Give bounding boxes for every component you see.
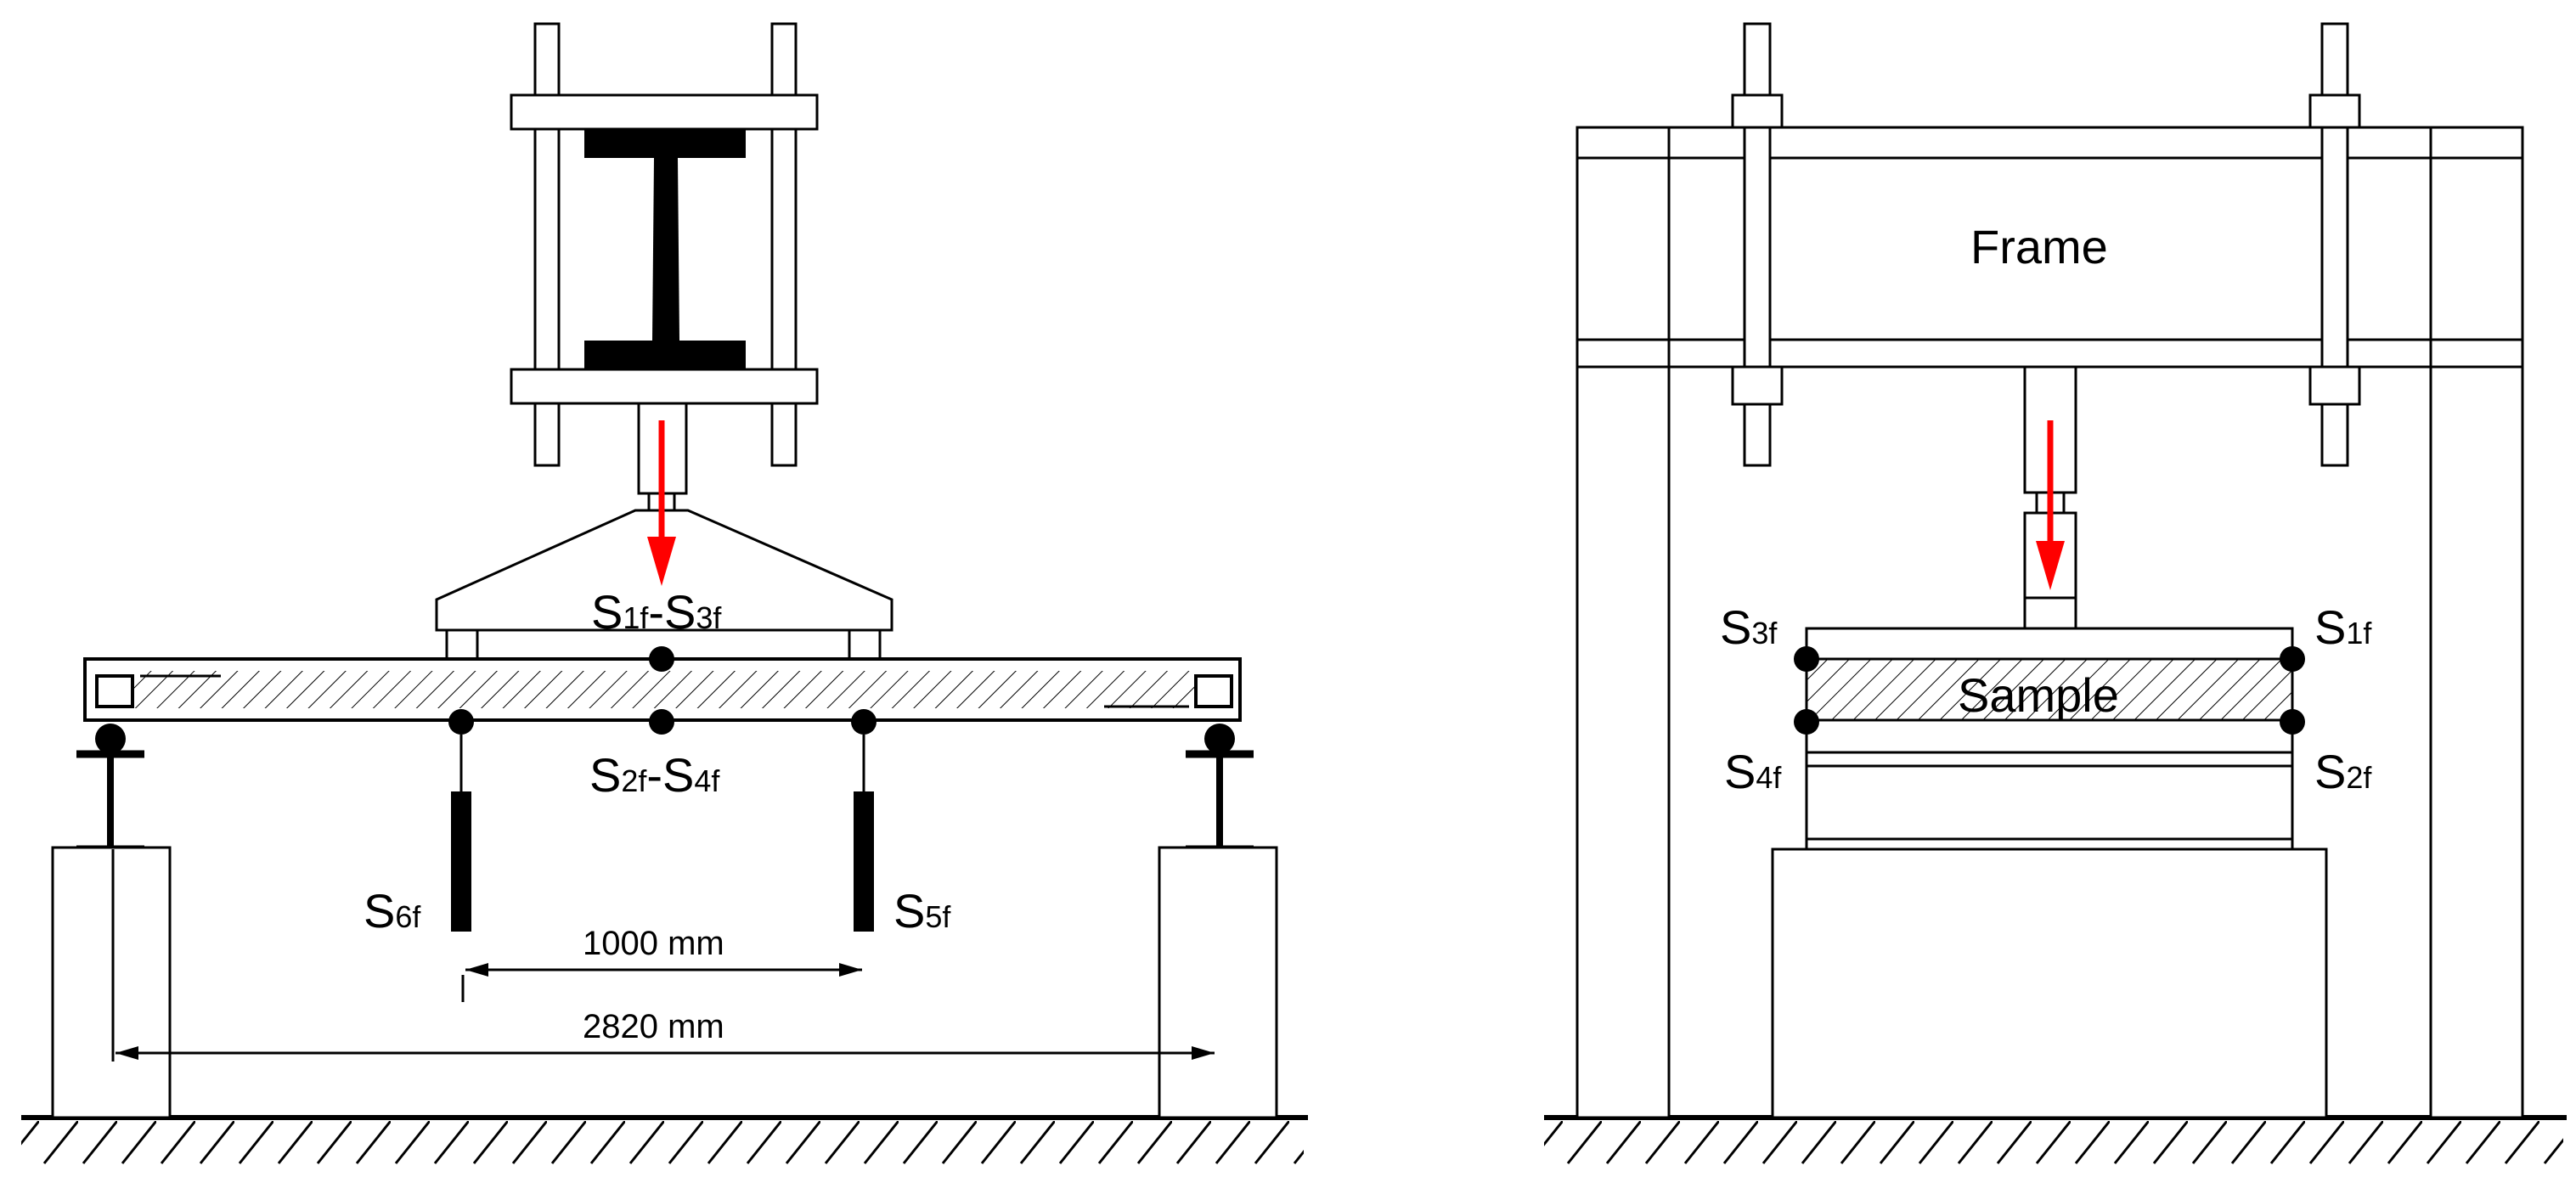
label-s3f: S3f (1720, 600, 1778, 654)
load-arrow-right (2036, 420, 2065, 590)
loading-frame (510, 22, 819, 512)
label-s1f-s3f: S1f-S3f (591, 585, 722, 639)
sensor-point-s6f (448, 709, 474, 735)
transducer-s5f (854, 735, 874, 932)
label-dim-2820: 2820 mm (583, 1008, 724, 1045)
i-beam (584, 129, 746, 369)
dimension-inner (461, 963, 862, 1002)
reaction-frame (1575, 22, 2524, 1119)
right-diagram: Frame Sample S3f S1f S4f S2f (1544, 22, 2567, 1169)
base-block (1771, 848, 2328, 1119)
label-s2f-s4f: S2f-S4f (589, 748, 720, 802)
left-diagram: S1f-S3f S2f-S4f S6f S5f 1000 mm 2820 mm (21, 22, 1308, 1169)
sensor-point-s1f (2280, 646, 2305, 672)
sensor-point-s4f (1794, 709, 1819, 735)
sensor-point-s1f-s3f (649, 646, 674, 672)
label-s5f: S5f (893, 884, 951, 938)
sensor-point-s3f (1794, 646, 1819, 672)
label-s2f: S2f (2314, 745, 2372, 798)
label-s4f: S4f (1724, 745, 1782, 798)
top-plate (1805, 627, 2294, 661)
label-sample: Sample (1958, 668, 2119, 722)
right-support (1158, 724, 1278, 1119)
label-s1f: S1f (2314, 600, 2372, 654)
load-arrow-left (647, 420, 676, 586)
right-ground (1544, 1115, 2567, 1169)
left-support (51, 724, 172, 1119)
sample (1805, 657, 2294, 722)
sensor-point-s2f-s4f (649, 709, 674, 735)
label-s6f: S6f (364, 884, 421, 938)
label-frame: Frame (1970, 220, 2108, 273)
dimension-outer (111, 849, 1215, 1062)
label-dim-1000: 1000 mm (583, 925, 724, 962)
left-ground (21, 1115, 1308, 1169)
sensor-point-s5f (851, 709, 877, 735)
transducer-s6f (451, 735, 471, 932)
sensor-point-s2f (2280, 709, 2305, 735)
